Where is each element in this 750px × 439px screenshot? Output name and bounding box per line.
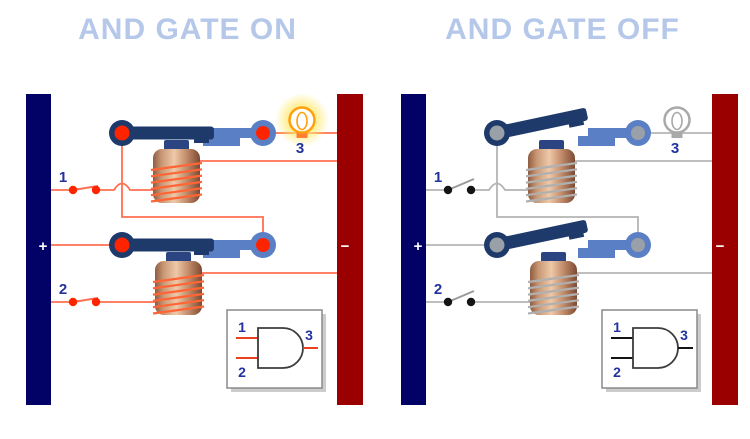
relay-contact-spring bbox=[213, 240, 255, 250]
lamp-bulb bbox=[288, 106, 316, 134]
battery-positive-bar bbox=[401, 94, 426, 405]
wire-relay-series bbox=[496, 133, 639, 245]
relay-contact-spring bbox=[588, 240, 630, 250]
and-gate-inset: 1 2 3 bbox=[226, 309, 326, 392]
relay-1 bbox=[484, 108, 651, 146]
panel-and-gate-on: AND GATE ON + − 1 2 3 1 2 3 bbox=[26, 13, 363, 405]
positive-terminal-label: + bbox=[39, 238, 48, 255]
switch-label: 2 bbox=[59, 281, 67, 298]
gate-input-2-label: 2 bbox=[238, 364, 246, 380]
switch-lever[interactable] bbox=[447, 290, 475, 303]
panel-title-off: AND GATE OFF bbox=[445, 13, 680, 46]
battery-positive-bar bbox=[26, 94, 51, 405]
relay-contact-spring bbox=[213, 128, 255, 138]
relay-2 bbox=[484, 220, 651, 258]
lamp-base bbox=[296, 131, 308, 138]
wire-relay-series bbox=[121, 133, 264, 245]
gate-box bbox=[601, 309, 698, 389]
lamp-filament bbox=[296, 111, 308, 131]
and-gate-symbol bbox=[632, 327, 679, 369]
lamp-3: 3 bbox=[275, 93, 329, 157]
relay-2-coil bbox=[527, 252, 580, 315]
circuit-diagram-on: + − 1 2 3 1 2 3 bbox=[26, 93, 363, 405]
relay-contact-spring bbox=[588, 128, 630, 138]
panel-title-on: AND GATE ON bbox=[78, 13, 297, 46]
switch-2[interactable]: 2 bbox=[426, 281, 535, 307]
switch-1[interactable]: 1 bbox=[51, 169, 158, 195]
gate-input-1-label: 1 bbox=[238, 319, 246, 335]
switch-label: 2 bbox=[434, 281, 442, 298]
relay-armature bbox=[114, 126, 214, 143]
lamp-filament bbox=[671, 111, 683, 131]
relay-2-coil bbox=[152, 252, 205, 315]
gate-output-label: 3 bbox=[680, 327, 688, 343]
lamp-3: 3 bbox=[663, 106, 691, 157]
relay-2 bbox=[109, 232, 276, 258]
relay-armature bbox=[488, 108, 588, 141]
negative-terminal-label: − bbox=[716, 238, 725, 255]
lamp-label: 3 bbox=[296, 140, 304, 157]
lamp-base bbox=[671, 131, 683, 138]
relay-1-coil bbox=[150, 140, 203, 203]
switch-2[interactable]: 2 bbox=[51, 281, 160, 307]
circuit-diagram-off: + − 1 2 3 1 2 3 bbox=[401, 94, 738, 405]
and-gate-symbol bbox=[257, 327, 304, 369]
negative-terminal-label: − bbox=[341, 238, 350, 255]
lamp-bulb bbox=[663, 106, 691, 134]
battery-negative-bar bbox=[712, 94, 738, 405]
relay-1 bbox=[109, 120, 276, 146]
lamp-label: 3 bbox=[671, 140, 679, 157]
gate-output-label: 3 bbox=[305, 327, 313, 343]
and-gate-inset: 1 2 3 bbox=[601, 309, 701, 392]
switch-label: 1 bbox=[59, 169, 67, 186]
gate-input-1-label: 1 bbox=[613, 319, 621, 335]
battery-negative-bar bbox=[337, 94, 363, 405]
switch-1[interactable]: 1 bbox=[426, 169, 533, 195]
switch-label: 1 bbox=[434, 169, 442, 186]
positive-terminal-label: + bbox=[414, 238, 423, 255]
panel-and-gate-off: AND GATE OFF + − 1 2 3 1 2 3 bbox=[375, 0, 750, 439]
relay-armature bbox=[114, 238, 214, 255]
gate-input-2-label: 2 bbox=[613, 364, 621, 380]
switch-lever[interactable] bbox=[447, 178, 475, 191]
relay-1-coil bbox=[525, 140, 578, 203]
relay-armature bbox=[488, 220, 588, 253]
